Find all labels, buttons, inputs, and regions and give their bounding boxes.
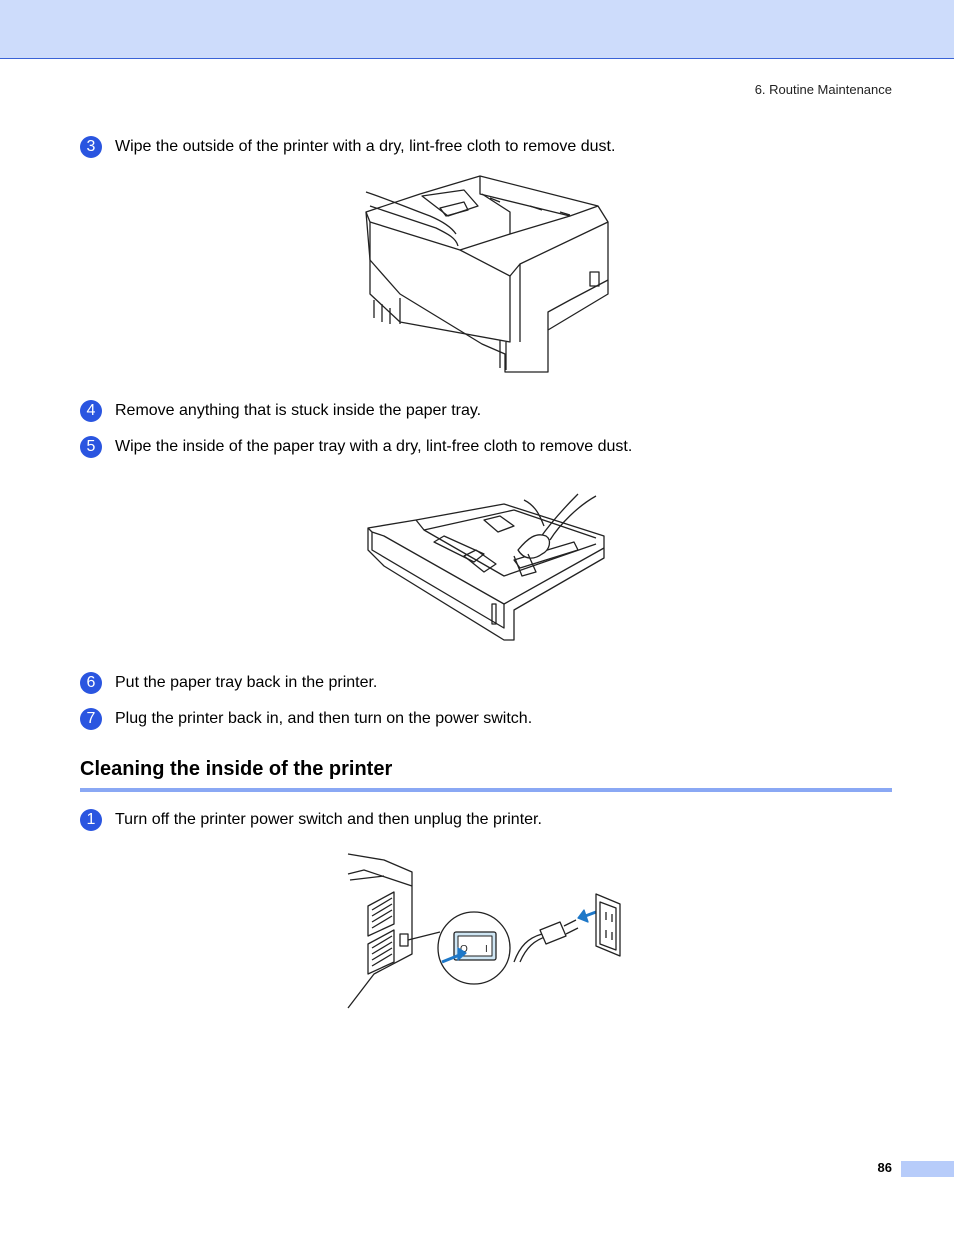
step-7: 7 Plug the printer back in, and then tur… [80,708,532,730]
step-5: 5 Wipe the inside of the paper tray with… [80,436,632,458]
step-4: 4 Remove anything that is stuck inside t… [80,400,481,422]
page-number: 86 [877,1160,892,1175]
page-tab-marker [901,1161,954,1177]
step-text: Plug the printer back in, and then turn … [115,710,533,727]
running-header: 6. Routine Maintenance [754,82,892,97]
switch-on-label: I [485,944,488,955]
step-text: Wipe the inside of the paper tray with a… [115,438,633,455]
power-switch-unplug-illustration: O I [347,853,621,1009]
step-text: Remove anything that is stuck inside the… [115,402,482,419]
step-number-badge: 4 [80,400,102,422]
paper-tray-wiping-illustration [367,493,605,641]
step-number-badge: 7 [80,708,102,730]
section-divider [80,788,892,792]
header-band [0,0,954,59]
step-text: Turn off the printer power switch and th… [115,811,542,828]
step-6: 6 Put the paper tray back in the printer… [80,672,377,694]
step-number-badge: 5 [80,436,102,458]
step-number-badge: 6 [80,672,102,694]
step-text: Wipe the outside of the printer with a d… [115,138,616,155]
step-number-badge: 3 [80,136,102,158]
section-heading: Cleaning the inside of the printer [80,758,393,780]
printer-wiping-illustration [365,175,609,373]
step-text: Put the paper tray back in the printer. [115,674,378,691]
step-number-badge: 1 [80,809,102,831]
switch-off-label: O [460,944,468,955]
step-1: 1 Turn off the printer power switch and … [80,809,542,831]
step-3: 3 Wipe the outside of the printer with a… [80,136,615,158]
